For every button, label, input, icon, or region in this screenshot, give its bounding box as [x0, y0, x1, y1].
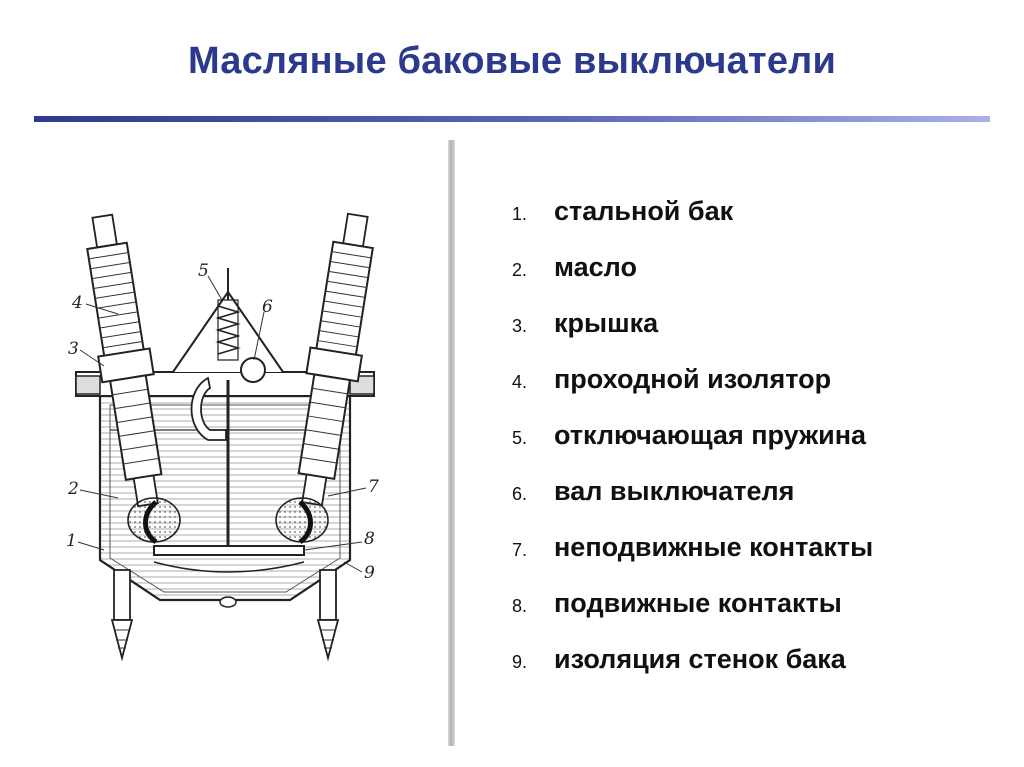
label-2: 2 [67, 479, 79, 499]
label-6: 6 [262, 297, 273, 317]
legend-item: 7. неподвижные контакты [512, 532, 1012, 588]
legend-text: крышка [554, 308, 659, 338]
legend-text: изоляция стенок бака [554, 644, 846, 674]
legend-item: 8. подвижные контакты [512, 588, 1012, 644]
label-1: 1 [66, 531, 77, 551]
label-8: 8 [364, 529, 375, 549]
legend-text: масло [554, 252, 637, 282]
legend-item: 1. стальной бак [512, 196, 1012, 252]
legend-number: 8. [512, 596, 528, 616]
legend-number: 7. [512, 540, 528, 560]
bushing-left [86, 213, 163, 508]
bushing-right [297, 212, 374, 507]
legend-item: 3. крышка [512, 308, 1012, 364]
label-4: 4 [71, 293, 83, 313]
vertical-divider [448, 140, 455, 746]
legend-number: 1. [512, 204, 528, 224]
label-9: 9 [364, 563, 375, 583]
callout-lines [77, 275, 367, 573]
legend-number: 3. [512, 316, 528, 336]
legend-item: 4. проходной изолятор [512, 364, 1012, 420]
legend-item: 5. отключающая пружина [512, 420, 1012, 476]
legend-text: вал выключателя [554, 476, 795, 506]
fixed-contacts [127, 497, 329, 545]
legend-text: проходной изолятор [554, 364, 832, 394]
support-legs [110, 569, 340, 662]
component-legend: 1. стальной бак 2. масло 3. крышка 4. проход… [512, 196, 1012, 700]
drain-plug [219, 596, 237, 608]
title-underline [34, 116, 990, 122]
legend-number: 5. [512, 428, 528, 448]
legend-text: стальной бак [554, 196, 734, 226]
legend-item: 2. масло [512, 252, 1012, 308]
slide-title: Масляные баковые выключатели [187, 40, 837, 82]
legend-text: отключающая пружина [554, 420, 867, 450]
tank-bottom-line [153, 561, 305, 573]
oil-tank-breaker-diagram: 1 2 3 4 5 6 7 8 9 [66, 212, 379, 662]
legend-number: 6. [512, 484, 528, 504]
legend-text: неподвижные контакты [554, 532, 874, 562]
label-3: 3 [68, 339, 79, 359]
legend-item: 9. изоляция стенок бака [512, 644, 1012, 700]
legend-text: подвижные контакты [554, 588, 842, 618]
legend-number: 2. [512, 260, 528, 280]
moving-contact-bar [153, 545, 305, 556]
legend-number: 9. [512, 652, 528, 672]
label-5: 5 [198, 261, 209, 281]
legend-item: 6. вал выключателя [512, 476, 1012, 532]
legend-number: 4. [512, 372, 528, 392]
label-7: 7 [368, 477, 379, 497]
